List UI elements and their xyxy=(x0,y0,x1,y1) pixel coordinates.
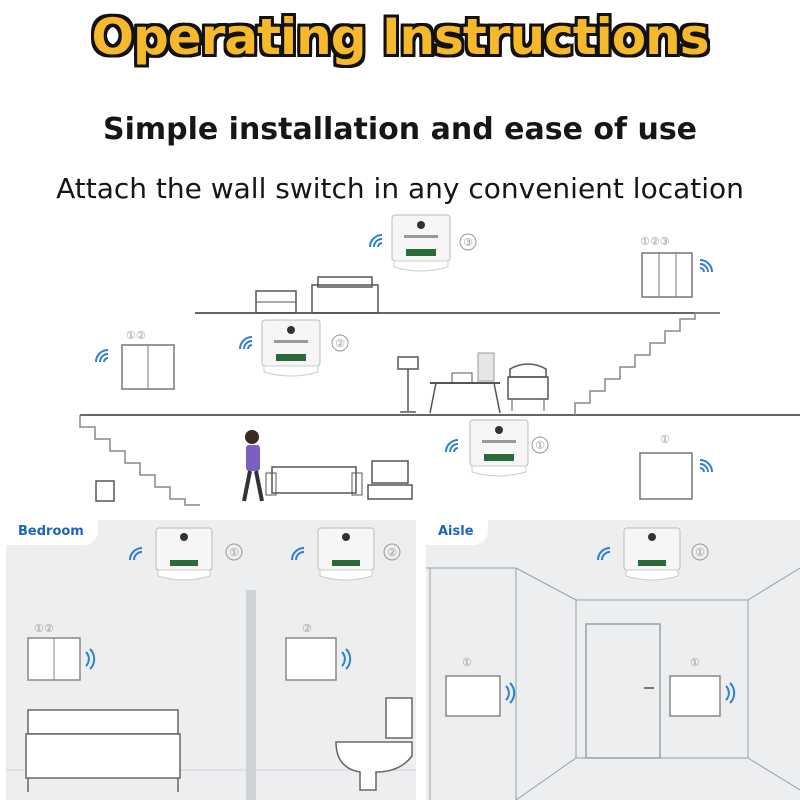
desk-icon xyxy=(429,372,501,414)
wall-switch-three xyxy=(641,252,693,298)
switch-label-12: ①② xyxy=(126,329,146,342)
bedroom-switch-label-2: ② xyxy=(302,622,312,635)
aisle-scene: ① ① ① xyxy=(426,527,800,800)
aisle-tag: Aisle xyxy=(426,520,488,545)
house-diagram: ③ ①②③ ①② ② xyxy=(79,214,800,506)
receiver-label-2: ② xyxy=(335,337,345,350)
bedroom-switch-label-12: ①② xyxy=(34,622,54,635)
bed-icon xyxy=(311,276,379,314)
aisle-panel: ① ① ① Aisle xyxy=(426,520,800,800)
switch-label-1: ① xyxy=(660,433,670,446)
page-subtitle: Simple installation and ease of use xyxy=(102,112,698,147)
armchair-icon xyxy=(507,363,549,411)
bedroom-receiver-label-1: ① xyxy=(229,546,239,559)
tv-stand-icon xyxy=(367,460,413,500)
bedroom-scene: ① ② ①② ② xyxy=(6,527,416,800)
aisle-wall-switch-right xyxy=(669,675,721,717)
bedroom-panel: ① ② ①② ② xyxy=(6,520,416,800)
bed-icon xyxy=(25,709,181,792)
receiver-label-1: ① xyxy=(535,439,545,452)
page-title: Operating Instructions xyxy=(91,8,710,66)
door-icon xyxy=(585,623,661,759)
bedroom-receiver-label-2: ② xyxy=(387,546,397,559)
floor-lamp-icon xyxy=(397,356,419,413)
aisle-wall-switch-left xyxy=(445,675,501,717)
page-description: Attach the wall switch in any convenient… xyxy=(56,172,744,205)
aisle-switch-label-left: ① xyxy=(462,656,472,669)
switch-label-123: ①②③ xyxy=(640,235,670,248)
aisle-receiver-label: ① xyxy=(695,546,705,559)
nightstand-icon xyxy=(95,480,115,502)
person-icon xyxy=(242,430,264,502)
sofa-icon xyxy=(265,466,363,496)
bedroom-tag: Bedroom xyxy=(6,520,98,545)
bedroom-wall-switch-one xyxy=(285,637,337,681)
drawer-icon xyxy=(255,290,297,314)
receiver-label-3: ③ xyxy=(463,236,473,249)
aisle-switch-label-right: ① xyxy=(690,656,700,669)
toilet-icon xyxy=(335,697,413,791)
wall-switch-one xyxy=(639,452,693,500)
